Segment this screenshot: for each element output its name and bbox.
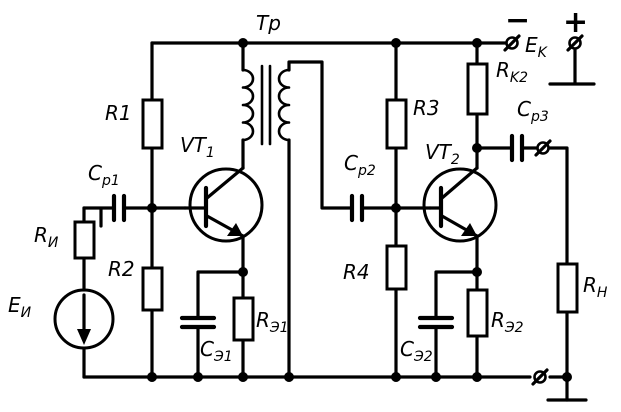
input-coupling-stub	[82, 206, 114, 228]
wires	[82, 41, 596, 402]
transformer-tp	[241, 64, 291, 146]
junction-dots	[147, 38, 572, 382]
label-ei: EИ	[8, 293, 32, 321]
secondary-winding	[277, 68, 291, 142]
label-re1: RЭ1	[256, 308, 289, 336]
label-cp1: Cp1	[88, 161, 120, 189]
capacitors	[111, 133, 525, 330]
label-r4: R4	[343, 260, 370, 284]
ce1-top-wire	[196, 270, 245, 320]
resistor-r2	[141, 266, 164, 312]
label-rn: RH	[583, 273, 608, 301]
resistor-r4	[385, 244, 408, 291]
primary-winding	[241, 68, 255, 142]
capacitor-cp1	[111, 193, 127, 223]
load-wire	[546, 146, 569, 402]
resistor-r3	[385, 98, 408, 150]
terminals	[503, 34, 584, 386]
label-ce1: CЭ1	[200, 337, 233, 365]
transistor-vt1	[183, 166, 264, 243]
resistor-ri	[73, 220, 96, 260]
resistor-rn	[556, 262, 579, 314]
label-rk2: RK2	[496, 58, 528, 86]
resistor-r1	[141, 98, 164, 150]
secondary-out-wire	[287, 60, 352, 210]
ce2-top-wire	[434, 270, 479, 320]
label-cp2: Cp2	[344, 151, 376, 179]
label-tp: Tp	[256, 11, 281, 35]
resistor-re1	[232, 296, 255, 342]
capacitor-ce2	[417, 315, 455, 330]
label-r3: R3	[413, 96, 440, 120]
label-vt2: VT2	[425, 140, 460, 168]
label-vt1: VT1	[180, 133, 215, 161]
label-plus: +	[563, 5, 588, 40]
capacitor-cp2	[349, 193, 365, 223]
label-r2: R2	[108, 257, 135, 281]
label-minus: −	[505, 3, 530, 38]
resistors	[73, 62, 579, 342]
source-ei	[53, 288, 115, 350]
transformer-core	[260, 64, 272, 146]
supply-ground-wire	[548, 41, 596, 86]
capacitor-ce1	[179, 315, 217, 330]
resistor-rk2	[466, 62, 489, 116]
label-ri: RИ	[34, 223, 59, 251]
resistor-re2	[466, 288, 489, 338]
transistor-vt2	[422, 166, 498, 243]
label-r1: R1	[105, 101, 132, 125]
label-ek: EK	[525, 33, 549, 61]
labels: Tp R1 R2 R3 R4 Cp1 Cp2 Cp3 VT1 VT2 RИ EИ…	[8, 3, 608, 365]
capacitor-cp3	[509, 133, 525, 163]
label-re2: RЭ2	[491, 308, 524, 336]
label-ce2: CЭ2	[400, 337, 433, 365]
label-cp3: Cp3	[517, 97, 549, 125]
